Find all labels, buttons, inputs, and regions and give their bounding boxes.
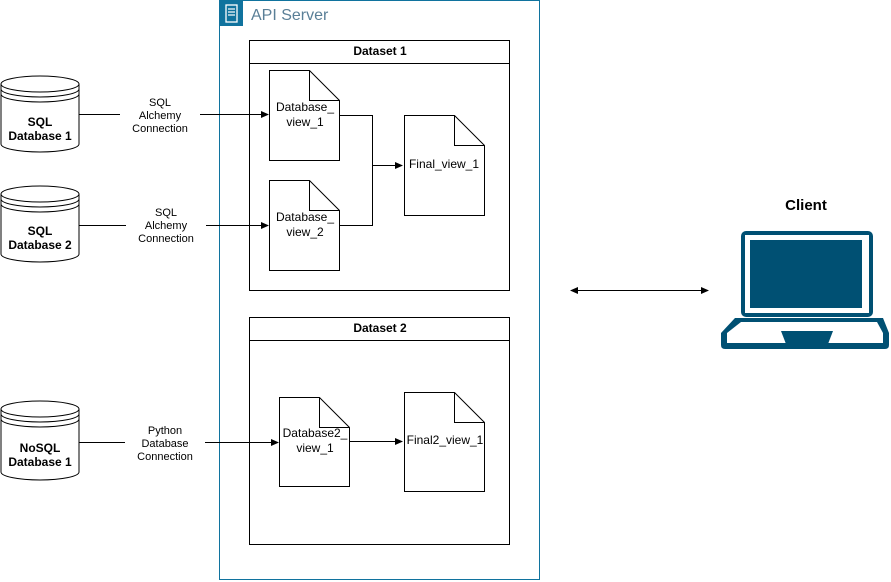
final2-view-1-document [404, 392, 485, 492]
dataset-1-title: Dataset 1 [353, 44, 407, 58]
connection-label-2-line2: Alchemy [144, 220, 188, 232]
nosql-database-1-label-line1: NoSQL [19, 441, 61, 455]
sql-database-1-label-line2: Database 1 [8, 129, 72, 143]
database-view-2-document [269, 180, 340, 271]
sql-database-2-label-line2: Database 2 [8, 238, 72, 252]
final2-view-1-label: Final2_view_1 [406, 433, 484, 447]
dataset-2-title: Dataset 2 [353, 321, 407, 335]
database-view-1-document [269, 70, 340, 161]
connection-label-3-line3: Connection [137, 451, 193, 463]
database-view-1-label-line1: Database_ [275, 100, 335, 114]
connection-label-3-line2: Database [141, 438, 189, 450]
sql-database-1-label: SQL Database 1 [1, 115, 79, 143]
nosql-database-1-label: NoSQL Database 1 [1, 441, 79, 469]
connection-label-3-line1: Python [147, 425, 183, 437]
database-view-2-label-line1: Database_ [275, 210, 335, 224]
sql-database-1-cylinder [0, 75, 80, 153]
connection-label-2-line3: Connection [138, 233, 194, 245]
connection-label-3: Python Database Connection [125, 425, 205, 464]
final-view-1-label: Final_view_1 [408, 157, 480, 171]
connection-label-1-line3: Connection [132, 123, 188, 135]
sql-database-2-label: SQL Database 2 [1, 224, 79, 252]
view2-to-final-view-connector [339, 165, 373, 226]
database-view-2-label: Database_ view_2 [270, 210, 340, 240]
database2-view-1-document [279, 397, 350, 487]
api-server-title: API Server [251, 7, 329, 24]
view1-to-final-view-connector [339, 115, 403, 169]
database2-view-1-label-line1: Database2_ [282, 426, 348, 440]
client-title: Client [785, 197, 827, 214]
nosql-database-1-cylinder [0, 400, 80, 481]
connection-label-1-line2: Alchemy [138, 110, 182, 122]
connection-label-1-line1: SQL [148, 97, 171, 109]
database-view-1-label: Database_ view_1 [270, 100, 340, 130]
nosql-database-1-label-line2: Database 1 [8, 455, 72, 469]
connection-label-2-line1: SQL [154, 207, 177, 219]
sql-database-2-label-line1: SQL [27, 224, 53, 238]
connection-label-1: SQL Alchemy Connection [120, 97, 200, 136]
database-view-2-label-line2: view_2 [286, 225, 324, 239]
sql-database-2-cylinder [0, 185, 80, 263]
server-icon [220, 1, 243, 26]
database-view-1-label-line2: view_1 [286, 115, 324, 129]
final-view-1-document [404, 115, 485, 216]
sql-database-1-label-line1: SQL [27, 115, 53, 129]
laptop-icon [721, 231, 889, 349]
connection-label-2: SQL Alchemy Connection [126, 207, 206, 246]
database2-view-1-label: Database2_ view_1 [279, 426, 351, 456]
database2-view-1-label-line2: view_1 [296, 441, 334, 455]
